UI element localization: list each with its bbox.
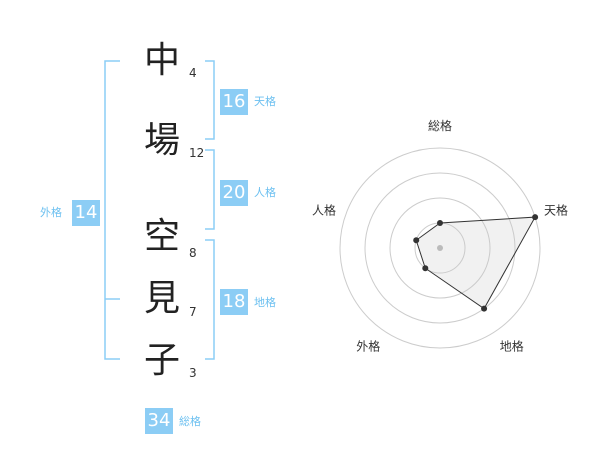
jinkaku-value: 20 — [220, 180, 248, 206]
radar-point-2 — [532, 214, 539, 221]
name-char-2: 場 — [143, 120, 180, 161]
radar-point-1 — [437, 220, 443, 226]
radar-axis-label-1: 総格 — [428, 118, 452, 133]
name-char-1: 中 — [143, 40, 180, 81]
radar-axis-label-4: 外格 — [356, 339, 380, 354]
radar-point-4 — [422, 265, 429, 272]
name-char-5: 子 — [143, 340, 180, 381]
chikaku-bracket — [205, 239, 215, 360]
chikaku-value: 18 — [220, 289, 248, 315]
radar-ring-2 — [389, 197, 491, 299]
name-char-3: 空 — [143, 216, 180, 257]
tenkaku-bracket — [205, 60, 215, 140]
radar-axis-label-3: 地格 — [500, 339, 524, 354]
radar-ring-4 — [339, 147, 541, 349]
stroke-count-2: 12 — [189, 146, 205, 160]
radar-center — [437, 245, 443, 251]
radar-ring-3 — [364, 172, 516, 324]
radar-point-5 — [413, 237, 420, 244]
stroke-count-4: 7 — [189, 305, 197, 319]
jinkaku-label: 人格 — [254, 186, 276, 199]
gaikaku-bracket — [104, 60, 120, 360]
radar-point-3 — [481, 305, 488, 312]
bracket-lines — [104, 60, 215, 360]
stroke-count-5: 3 — [189, 366, 197, 380]
radar-area — [415, 216, 536, 310]
name-char-4: 見 — [143, 278, 180, 319]
tenkaku-value: 16 — [220, 89, 248, 115]
stroke-count-3: 8 — [189, 246, 197, 260]
gaikaku-label: 外格 — [40, 206, 62, 219]
soukaku-label: 総格 — [179, 415, 201, 428]
radar-axis-label-2: 天格 — [544, 202, 568, 217]
jinkaku-bracket — [205, 149, 215, 230]
tenkaku-label: 天格 — [254, 95, 276, 108]
stroke-count-1: 4 — [189, 66, 197, 80]
soukaku-value: 34 — [145, 408, 173, 434]
gaikaku-value: 14 — [72, 200, 100, 226]
radar-axis-label-5: 人格 — [312, 202, 336, 217]
chikaku-label: 地格 — [254, 296, 276, 309]
